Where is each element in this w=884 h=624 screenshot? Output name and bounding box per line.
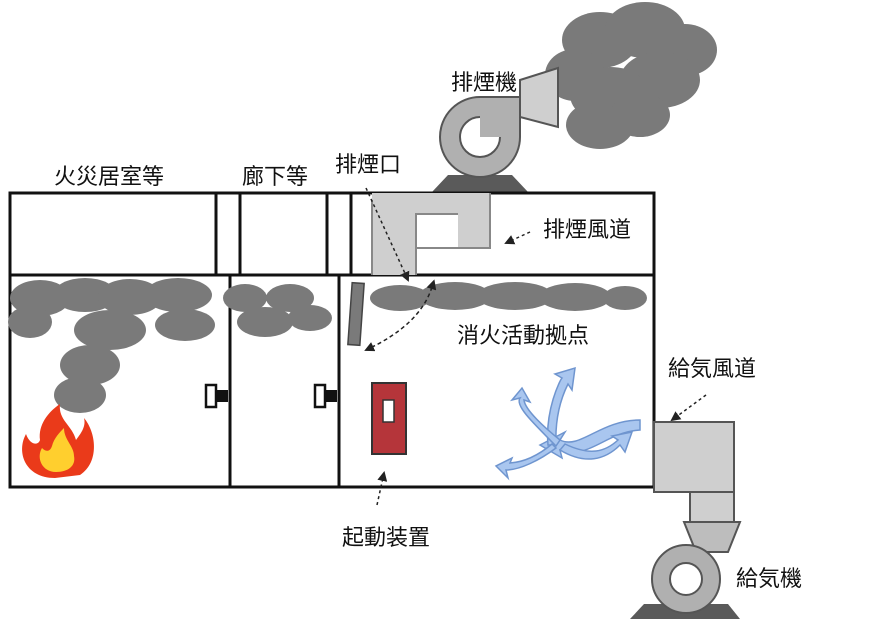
label-smoke-exhaust-fan: 排煙機 xyxy=(451,71,517,96)
label-supply-air-fan: 給気機 xyxy=(736,567,802,592)
vent-swing-arc xyxy=(364,279,437,352)
smoke-vent-panel xyxy=(347,281,365,347)
door-handle-icon xyxy=(204,383,228,409)
label-corridor: 廊下等 xyxy=(242,165,308,190)
smoke-exhaust-duct xyxy=(371,193,491,275)
leader-lines xyxy=(365,187,707,506)
supply-air-fan-icon xyxy=(630,544,740,619)
label-supply-air-duct: 給気風道 xyxy=(668,357,756,382)
airflow-arrows-icon xyxy=(494,366,641,481)
label-fire-room: 火災居室等 xyxy=(54,165,164,190)
label-smoke-exhaust-duct: 排煙風道 xyxy=(543,218,631,243)
label-smoke-outlet: 排煙口 xyxy=(335,153,401,178)
label-firefighting-base: 消火活動拠点 xyxy=(457,324,589,349)
label-activation-device: 起動装置 xyxy=(342,526,430,551)
door-handle-icon xyxy=(313,383,337,409)
smoke-exhaust-fan-icon xyxy=(432,66,559,192)
fire-icon xyxy=(22,404,94,478)
activation-device xyxy=(371,382,407,455)
smoke-layer xyxy=(8,278,647,413)
supply-air-duct xyxy=(653,421,742,553)
exhaust-smoke-plume xyxy=(545,2,717,149)
ceiling-openings xyxy=(214,191,353,277)
